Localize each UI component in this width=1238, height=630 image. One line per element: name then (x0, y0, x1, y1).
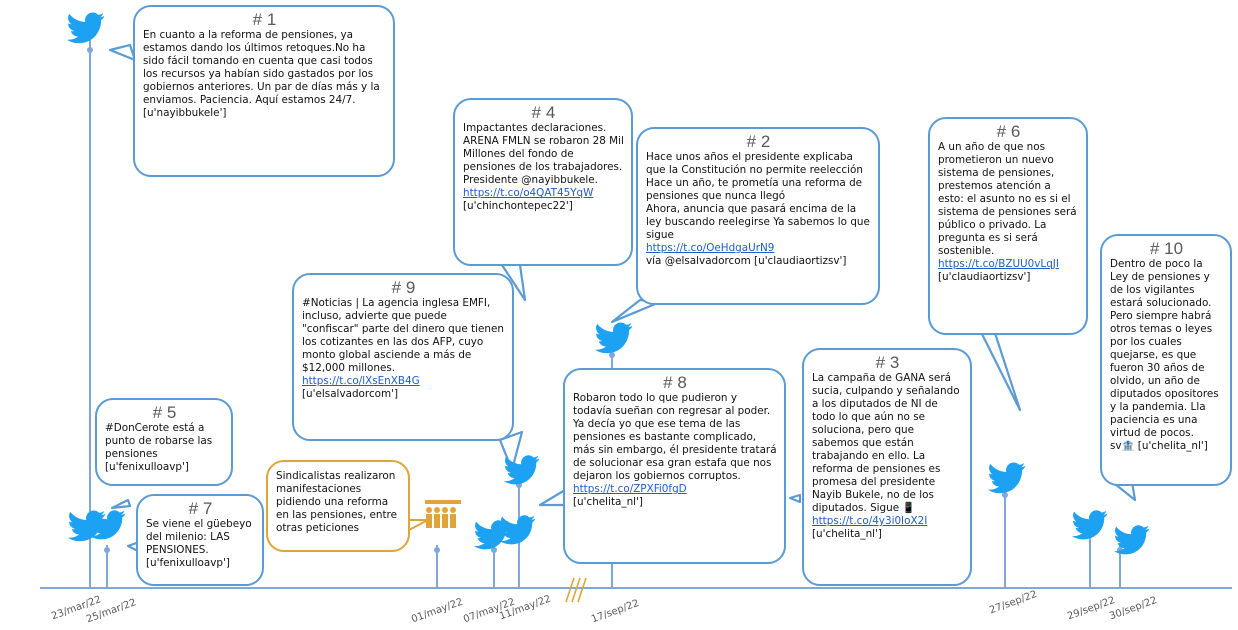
tweet-text: En cuanto a la reforma de pensiones, ya … (143, 29, 380, 106)
tweet-text: #Noticias | La agencia inglesa EMFI, inc… (302, 297, 504, 374)
tweet-number: # 2 (746, 132, 771, 151)
twitter-bird-icon (504, 455, 540, 485)
event-bubble: Sindicalistas realizaron manifestaciones… (266, 460, 410, 552)
tweet-bubble-9: # 9 #Noticias | La agencia inglesa EMFI,… (292, 273, 514, 441)
tweet-number: # 1 (252, 10, 277, 29)
axis-break-marks (565, 577, 587, 603)
twitter-bird-icon (1072, 510, 1108, 540)
tweet-bubble-7: # 7 Se viene el güebeyo del milenio: LAS… (136, 494, 264, 586)
tweet-link[interactable]: https://t.co/ZPXFi0fgD (573, 483, 687, 495)
tweet-link[interactable]: https://t.co/lXsEnXB4G (302, 375, 420, 387)
tweet-link[interactable]: https://t.co/BZUU0vLqJI (938, 258, 1059, 270)
twitter-bird-icon (1114, 525, 1150, 555)
tweet-bubble-3: # 3 La campaña de GANA será sucia, culpa… (802, 348, 972, 586)
twitter-bird-icon (474, 520, 510, 550)
tweet-bubble-10: # 10 Dentro de poco la Ley de pensiones … (1100, 234, 1232, 486)
tweet-user: [u'fenixulloavp'] (105, 461, 189, 473)
twitter-bird-icon (595, 322, 633, 354)
tweet-bubble-4: # 4 Impactantes declaraciones. ARENA FML… (453, 98, 633, 266)
tweet-text: Robaron todo lo que pudieron y todavía s… (573, 392, 777, 482)
tweet-text: #DonCerote está a punto de robarse las p… (105, 422, 213, 460)
tweet-bubble-2: # 2 Hace unos años el presidente explica… (636, 127, 880, 305)
tweet-bubble-8: # 8 Robaron todo lo que pudieron y todav… (563, 368, 786, 564)
tweet-text: Impactantes declaraciones. ARENA FMLN se… (463, 122, 624, 186)
tweet-bubble-6: # 6 A un año de que nos prometieron un n… (928, 117, 1088, 335)
tweet-user: [u'chinchontepec22'] (463, 200, 573, 212)
tweet-bubble-5: # 5 #DonCerote está a punto de robarse l… (95, 398, 233, 486)
tweet-user: [u'nayibbukele'] (143, 107, 227, 119)
tweet-number: # 4 (531, 103, 556, 122)
event-text: Sindicalistas realizaron manifestaciones… (276, 470, 397, 534)
tweet-number: # 9 (391, 278, 416, 297)
tweet-text: La campaña de GANA será sucia, culpando … (812, 372, 960, 514)
tweet-text: A un año de que nos prometieron un nuevo… (938, 141, 1077, 257)
tweet-number: # 8 (663, 373, 687, 392)
tweet-user: [u'chelita_nl'] (573, 496, 643, 508)
tweet-number: # 5 (152, 403, 177, 422)
tweet-number: # 7 (188, 499, 213, 518)
tweet-bubble-1: # 1 En cuanto a la reforma de pensiones,… (133, 5, 395, 177)
tweet-user: vía @elsalvadorcom [u'claudiaortizsv'] (646, 255, 847, 267)
tweet-user: sv🏦 [u'chelita_nl'] (1110, 440, 1208, 452)
tweet-user: [u'chelita_nl'] (812, 528, 882, 540)
event-tail (408, 519, 429, 532)
twitter-bird-icon (988, 462, 1026, 494)
protest-icon (425, 500, 461, 528)
tweet-user: [u'elsalvadorcom'] (302, 388, 399, 400)
tweet-text: Dentro de poco la Ley de pensiones y de … (1110, 258, 1219, 439)
tweet-link[interactable]: https://t.co/OeHdgaUrN9 (646, 242, 775, 254)
tweet-number: # 10 (1149, 239, 1184, 258)
tweet-user: [u'fenixulloavp'] (146, 557, 230, 569)
tweet-link[interactable]: https://t.co/4y3i0IoX2I (812, 515, 928, 527)
tweet-number: # 3 (875, 353, 900, 372)
tweet-link[interactable]: https://t.co/o4QAT45YqW (463, 187, 594, 199)
twitter-bird-icon (500, 515, 536, 545)
twitter-bird-icon (67, 12, 105, 44)
tweet-text: Hace unos años el presidente explicaba q… (646, 151, 870, 241)
tweet-text: Se viene el güebeyo del milenio: LAS PEN… (146, 518, 252, 556)
tweet-number: # 6 (996, 122, 1021, 141)
tweet-user: [u'claudiaortizsv'] (938, 271, 1031, 283)
twitter-bird-icon (90, 510, 126, 540)
